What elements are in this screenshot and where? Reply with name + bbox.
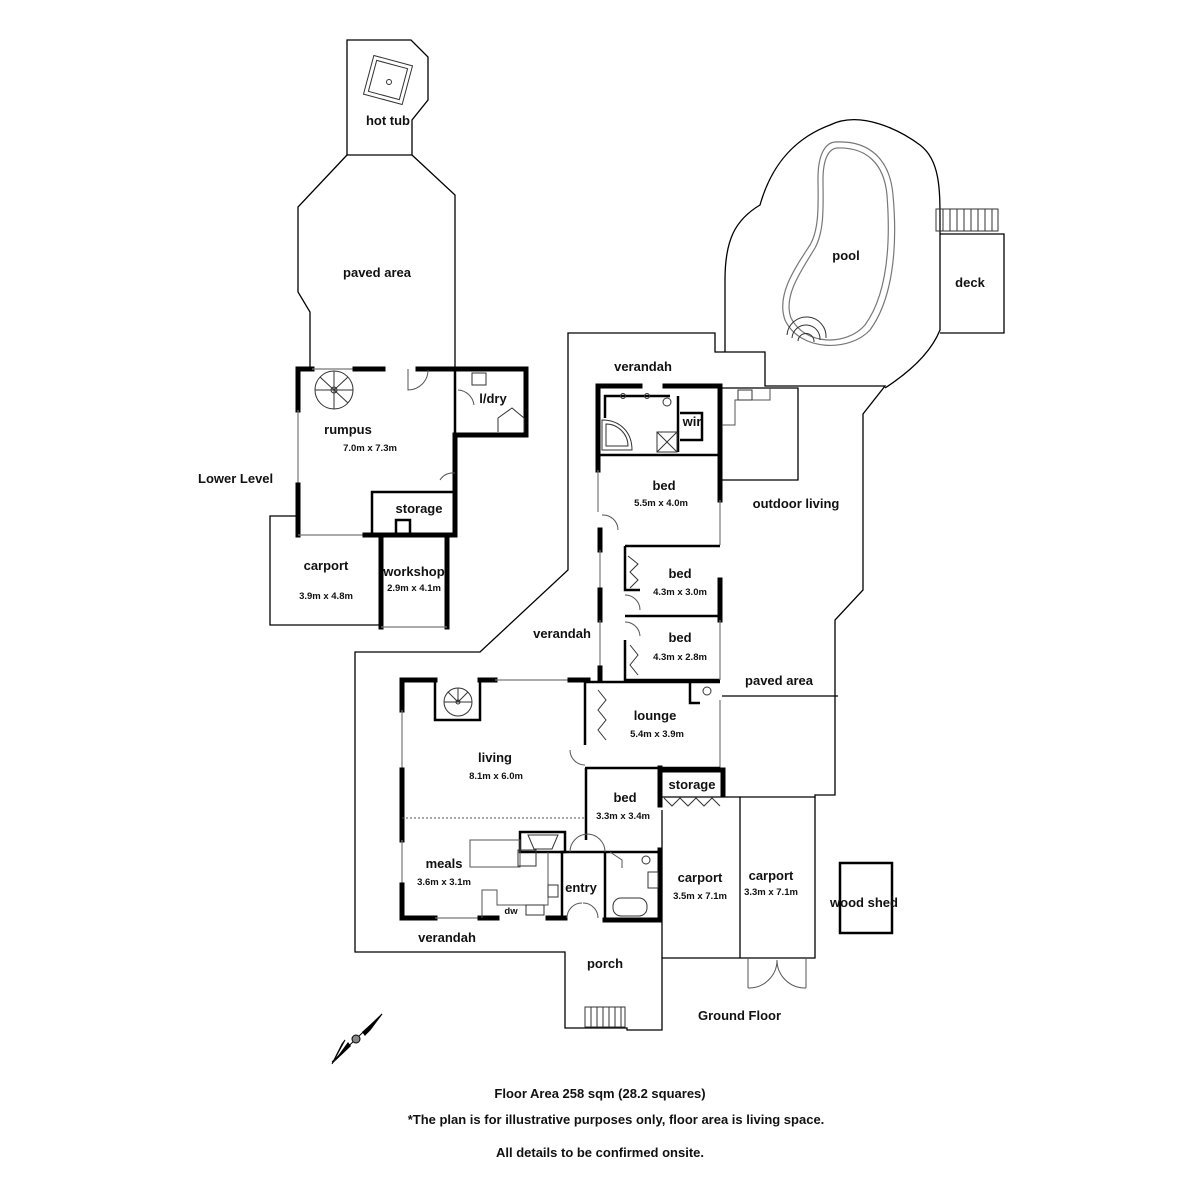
wir-label: wir: [682, 414, 702, 429]
storage-ground-label: storage: [669, 777, 716, 792]
toilet-icon: [702, 686, 712, 696]
fireplace-icon: [527, 834, 559, 850]
dishwasher-label: dw: [504, 906, 518, 917]
bed-3-dims: 4.3m x 2.8m: [653, 652, 707, 663]
paved-area-outline: [297, 154, 456, 368]
verandah-west-label: verandah: [533, 626, 591, 641]
bed-4-label: bed: [613, 790, 636, 805]
bifold-door-icon: [597, 689, 607, 741]
rumpus-label: rumpus: [324, 422, 372, 437]
hot-tub-label: hot tub: [366, 113, 410, 128]
bath-icon: [601, 419, 633, 451]
north-arrow-icon: [331, 1013, 383, 1065]
entry-label: entry: [565, 880, 598, 895]
outdoor-living-label: outdoor living: [753, 496, 840, 511]
deck-label: deck: [955, 275, 985, 290]
paved-area-label: paved area: [343, 265, 412, 280]
living-label: living: [478, 750, 512, 765]
cooktop-icon: [547, 884, 559, 898]
pool-shape: [782, 141, 896, 347]
wardrobe-icon: [627, 555, 639, 589]
meals-dims: 3.6m x 3.1m: [417, 877, 471, 888]
lower-level: hot tub paved area rumpus 7.: [198, 39, 529, 630]
kitchen-sink-icon: [525, 904, 545, 916]
porch-label: porch: [587, 956, 623, 971]
disclaimer-text: *The plan is for illustrative purposes o…: [407, 1112, 825, 1127]
verandah-north-label: verandah: [614, 359, 672, 374]
carport-gate-icon: [747, 958, 807, 989]
workshop-label: workshop: [382, 564, 444, 579]
confirm-onsite-text: All details to be confirmed onsite.: [495, 1145, 705, 1160]
basin-icon: [620, 393, 626, 399]
bifold-door-icon: [663, 797, 721, 807]
bed-4-dims: 3.3m x 3.4m: [596, 811, 650, 822]
hot-tub-area-outline: [346, 39, 429, 156]
toilet-icon: [641, 855, 651, 865]
ground-floor-heading: Ground Floor: [698, 1008, 781, 1023]
spiral-stair-icon: [443, 687, 473, 717]
paved-area-ground-label: paved area: [745, 673, 814, 688]
deck-stairs-icon: [935, 208, 999, 232]
carport-1-dims: 3.5m x 7.1m: [673, 891, 727, 902]
bbq-sink-icon: [737, 389, 753, 401]
pool-label: pool: [832, 248, 859, 263]
workshop-dims: 2.9m x 4.1m: [387, 583, 441, 594]
master-bed-dims: 5.5m x 4.0m: [634, 498, 688, 509]
carport-label: carport: [304, 558, 349, 573]
carport-2-dims: 3.3m x 7.1m: [744, 887, 798, 898]
lounge-label: lounge: [634, 708, 677, 723]
fridge-icon: [517, 849, 537, 867]
pool-surround-outline: [724, 119, 941, 389]
porch-stairs-icon: [584, 1006, 626, 1028]
basin-icon: [644, 393, 650, 399]
laundry-sink-icon: [471, 372, 487, 386]
bed-2-label: bed: [668, 566, 691, 581]
lower-level-heading: Lower Level: [198, 471, 273, 486]
spiral-stair-icon: [314, 370, 354, 410]
carport-1-label: carport: [678, 870, 723, 885]
rumpus-dims: 7.0m x 7.3m: [343, 443, 397, 454]
bathtub-icon: [612, 897, 648, 917]
toilet-icon: [662, 397, 672, 407]
hot-tub-icon: [362, 54, 414, 106]
wardrobe-icon: [629, 644, 639, 676]
bed-2-dims: 4.3m x 3.0m: [653, 587, 707, 598]
storage-label: storage: [396, 501, 443, 516]
floor-area-text: Floor Area 258 sqm (28.2 squares): [494, 1086, 706, 1101]
laundry-label: l/dry: [479, 391, 507, 406]
lounge-dims: 5.4m x 3.9m: [630, 729, 684, 740]
ground-floor: pool deck verandah: [354, 119, 1005, 1031]
living-dims: 8.1m x 6.0m: [469, 771, 523, 782]
bed-3-label: bed: [668, 630, 691, 645]
carport-dims: 3.9m x 4.8m: [299, 591, 353, 602]
verandah-south-label: verandah: [418, 930, 476, 945]
shower-icon: [656, 431, 678, 453]
wood-shed-outline: [838, 861, 894, 935]
vanity-icon: [647, 871, 659, 889]
wood-shed-label: wood shed: [829, 895, 898, 910]
master-bed-label: bed: [652, 478, 675, 493]
carport-2-label: carport: [749, 868, 794, 883]
meals-label: meals: [426, 856, 463, 871]
